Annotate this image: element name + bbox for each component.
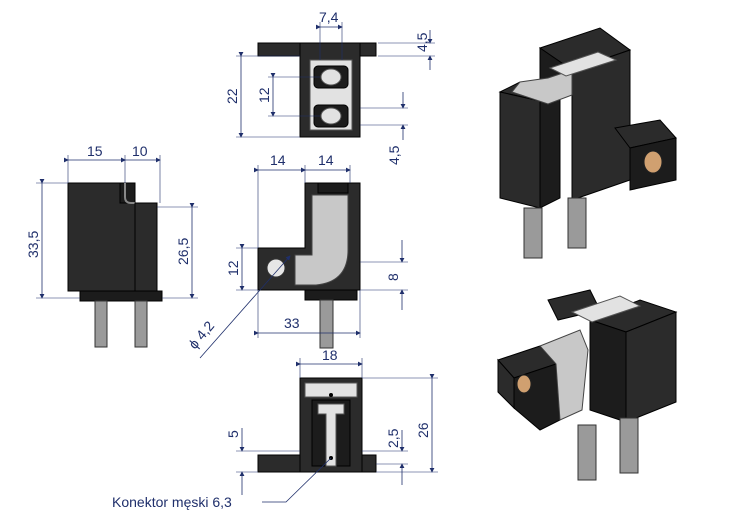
dim-7-4: 7,4 [319, 9, 339, 25]
dim-14-left: 14 [270, 152, 286, 168]
dim-15: 15 [87, 143, 103, 159]
side-view: 15 10 33,5 26,5 [25, 143, 198, 348]
top-view: 7,4 4,5 22 12 4,5 [224, 9, 435, 165]
dim-5: 5 [225, 430, 241, 438]
dim-18: 18 [322, 347, 338, 363]
dim-33: 33 [284, 315, 300, 331]
front-view: 14 14 12 8 ϕ 4,2 33 [185, 152, 408, 359]
dim-4-5-bottom: 4,5 [386, 145, 402, 165]
iso-view-upper [498, 27, 677, 259]
dim-14-right: 14 [318, 152, 334, 168]
dim-2-5: 2,5 [385, 428, 401, 448]
dim-8: 8 [385, 273, 401, 281]
bottom-view: 18 5 2,5 26 Konektor męski 6,3 [112, 347, 438, 510]
dim-33-5: 33,5 [25, 231, 41, 258]
dim-10: 10 [132, 143, 148, 159]
dim-4-5-top: 4,5 [414, 32, 430, 52]
dim-12-front: 12 [225, 260, 241, 276]
iso-view-lower [497, 289, 678, 481]
dim-diameter: ϕ 4,2 [185, 318, 217, 352]
dim-22: 22 [224, 88, 240, 104]
dim-12-top: 12 [256, 87, 272, 103]
dim-26: 26 [415, 422, 431, 438]
connector-caption: Konektor męski 6,3 [112, 494, 232, 510]
dim-26-5: 26,5 [175, 238, 191, 265]
